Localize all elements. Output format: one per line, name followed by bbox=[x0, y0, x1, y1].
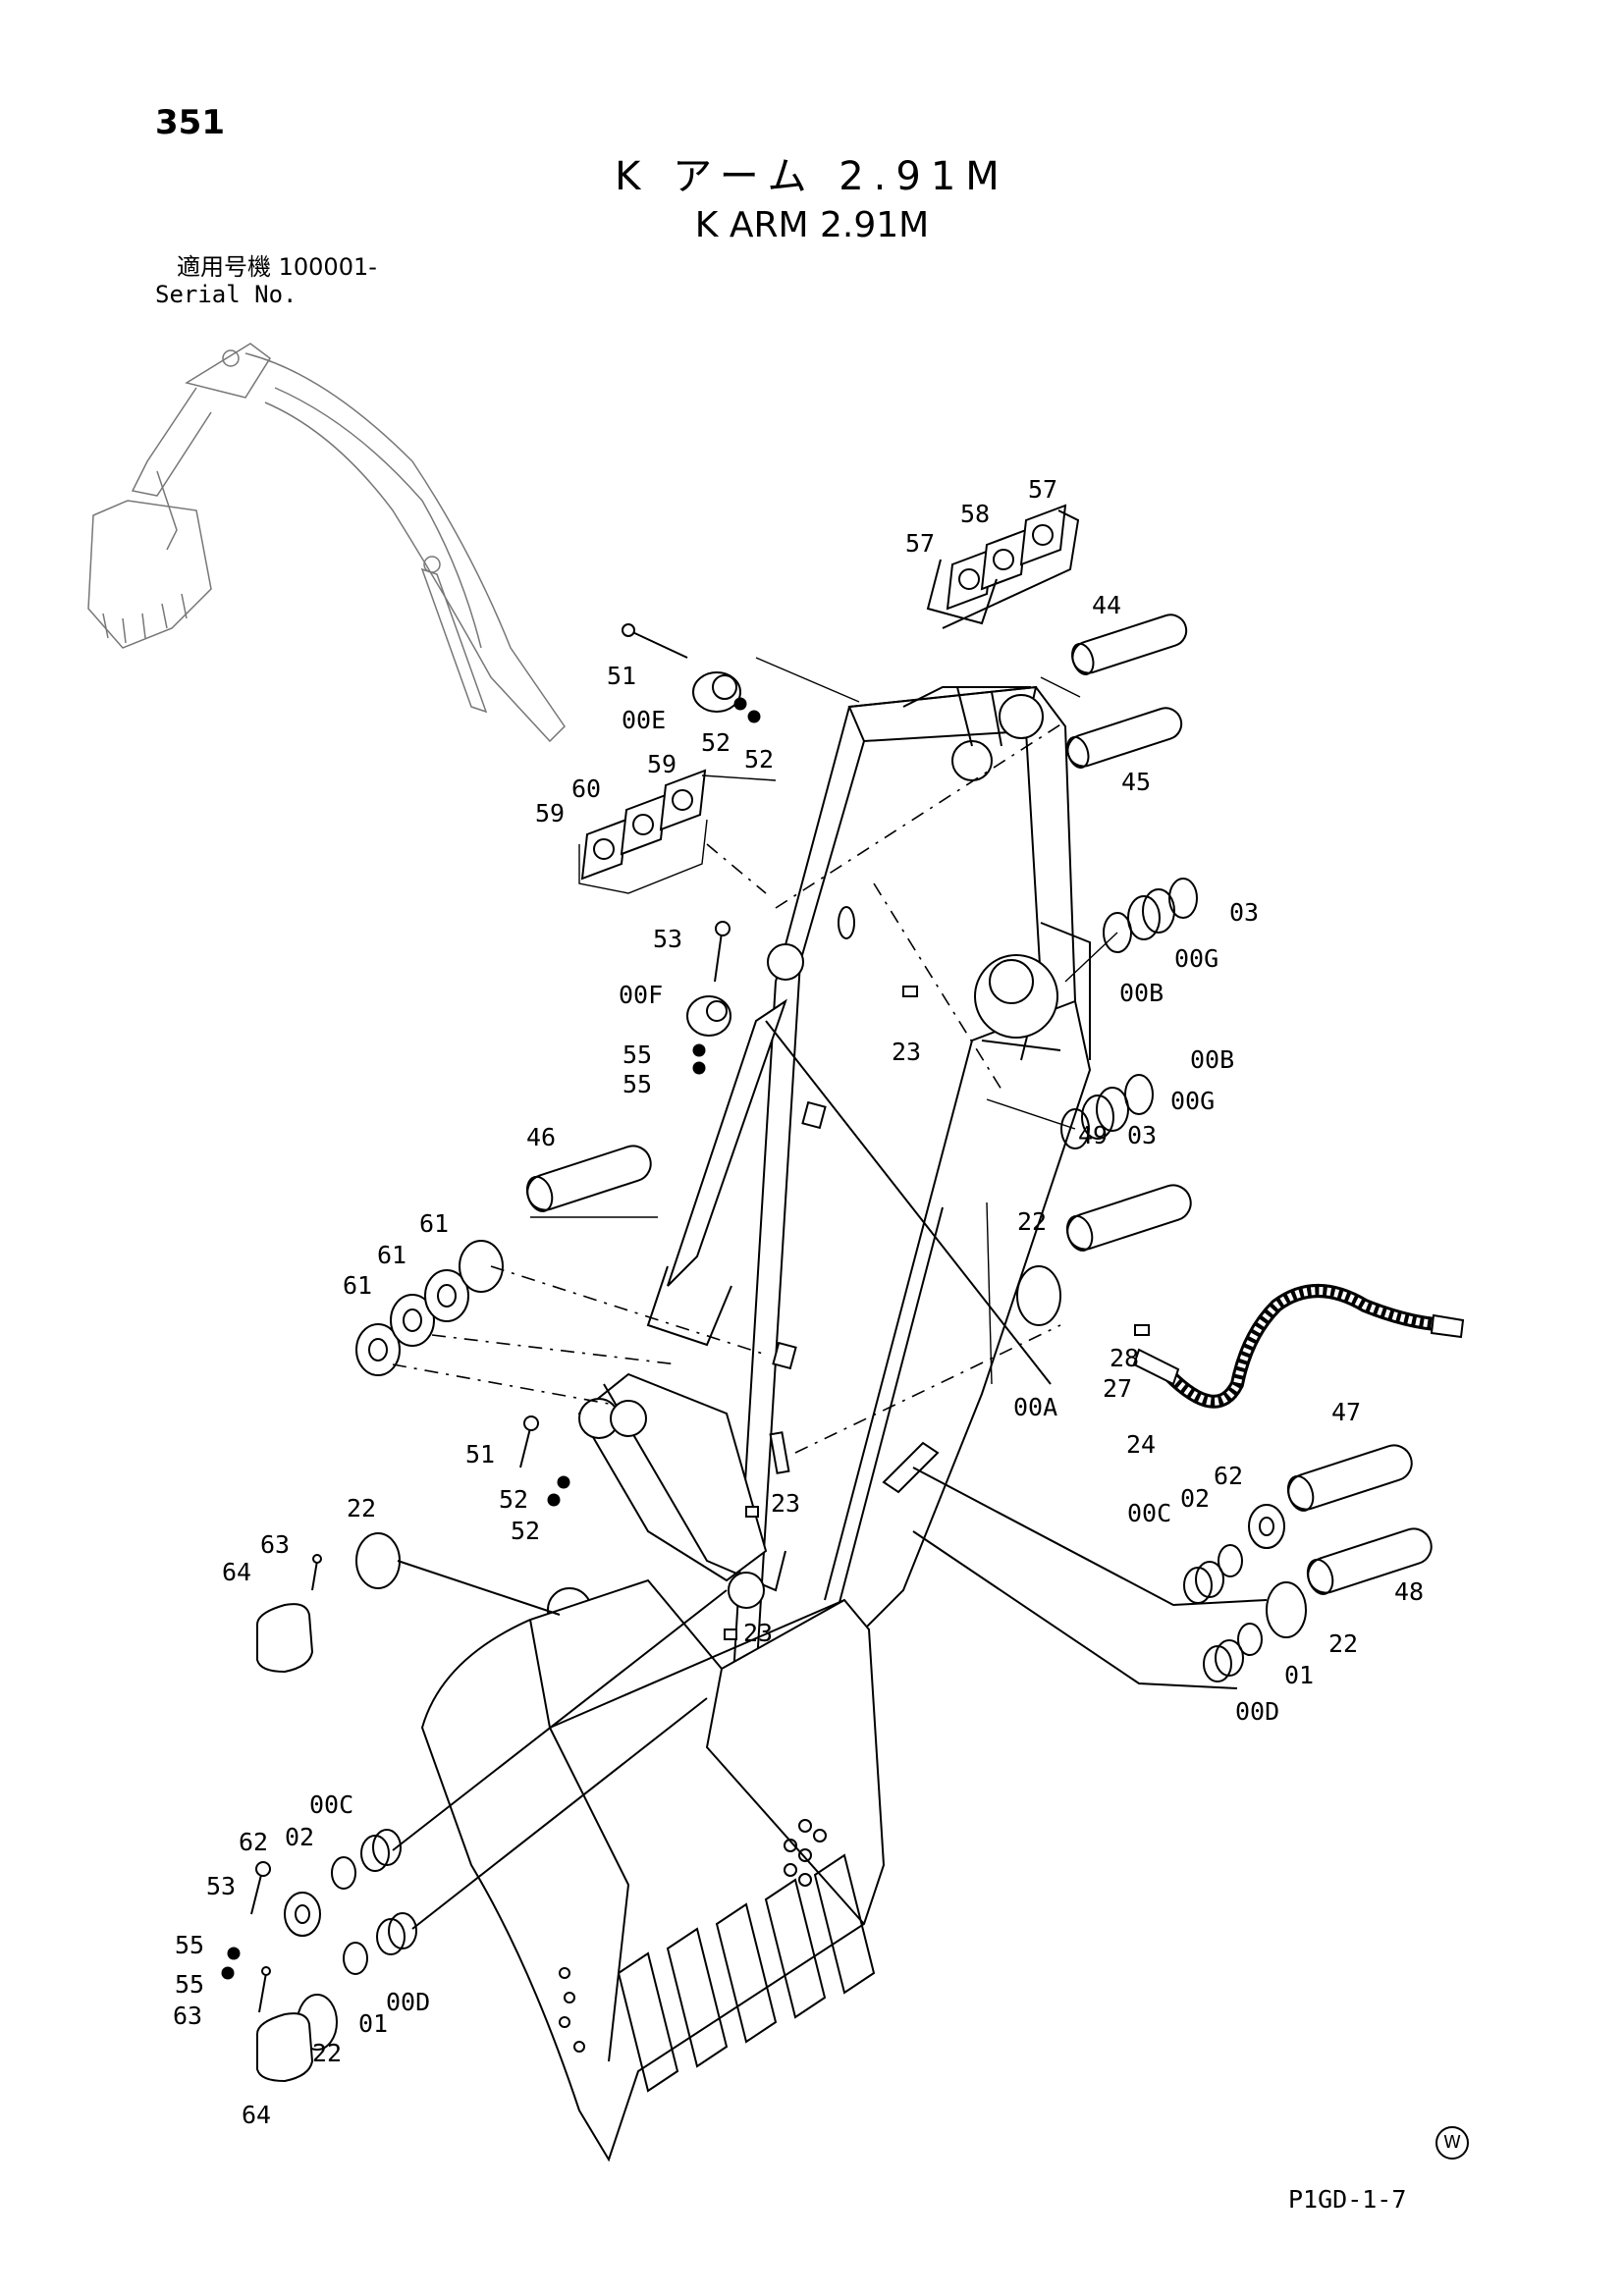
callout-22: 22 bbox=[347, 1494, 376, 1522]
page-number: 351 bbox=[155, 103, 225, 142]
callout-57: 57 bbox=[1028, 475, 1057, 504]
callout-55: 55 bbox=[623, 1070, 652, 1098]
serial-label-japanese: 適用号機 100001- bbox=[177, 253, 377, 281]
callout-00C: 00C bbox=[1127, 1499, 1171, 1527]
callout-64: 64 bbox=[242, 2101, 271, 2129]
callout-53: 53 bbox=[206, 1872, 236, 1900]
callout-00B: 00B bbox=[1119, 979, 1164, 1007]
callout-59: 59 bbox=[535, 799, 565, 828]
callout-52: 52 bbox=[511, 1517, 540, 1545]
callout-00A: 00A bbox=[1013, 1393, 1057, 1421]
callout-62: 62 bbox=[239, 1828, 268, 1856]
callout-27: 27 bbox=[1103, 1374, 1132, 1403]
callout-61: 61 bbox=[377, 1241, 406, 1269]
callout-62: 62 bbox=[1214, 1462, 1243, 1490]
footer-code: P1GD-1-7 bbox=[1288, 2185, 1407, 2214]
callout-00B: 00B bbox=[1190, 1045, 1234, 1074]
callout-23: 23 bbox=[771, 1489, 800, 1518]
callout-03: 03 bbox=[1127, 1121, 1157, 1149]
callout-00D: 00D bbox=[1235, 1697, 1279, 1726]
callout-22: 22 bbox=[312, 2039, 342, 2067]
watermark-w-icon: W bbox=[1435, 2126, 1469, 2160]
callout-44: 44 bbox=[1092, 591, 1121, 619]
callout-51: 51 bbox=[465, 1440, 495, 1468]
callout-00E: 00E bbox=[622, 706, 666, 734]
callout-46: 46 bbox=[526, 1123, 556, 1151]
callout-61: 61 bbox=[343, 1271, 372, 1300]
callout-02: 02 bbox=[1180, 1484, 1210, 1513]
callout-00D: 00D bbox=[386, 1988, 430, 2016]
serial-label-english: Serial No. bbox=[155, 281, 298, 308]
callout-63: 63 bbox=[173, 2002, 202, 2030]
callout-00G: 00G bbox=[1174, 944, 1218, 973]
callout-64: 64 bbox=[222, 1558, 251, 1586]
callout-23: 23 bbox=[743, 1619, 773, 1647]
arm-body bbox=[730, 685, 1092, 1730]
callout-61: 61 bbox=[419, 1209, 449, 1238]
pins bbox=[525, 614, 1433, 1595]
callout-45: 45 bbox=[1121, 768, 1151, 796]
callout-60: 60 bbox=[571, 774, 601, 803]
callout-52: 52 bbox=[744, 745, 774, 774]
title-english: K ARM 2.91M bbox=[694, 205, 930, 245]
callout-22: 22 bbox=[1328, 1629, 1358, 1658]
callout-00C: 00C bbox=[309, 1790, 353, 1819]
callout-51: 51 bbox=[607, 662, 636, 690]
callout-52: 52 bbox=[499, 1485, 528, 1514]
hydraulic-hose bbox=[1132, 1284, 1465, 1409]
title-japanese: K アーム 2.91M bbox=[615, 154, 1009, 199]
callout-48: 48 bbox=[1394, 1577, 1424, 1606]
callout-52: 52 bbox=[701, 728, 731, 757]
callout-55: 55 bbox=[175, 1931, 204, 1959]
callout-57: 57 bbox=[905, 529, 935, 558]
callout-24: 24 bbox=[1126, 1430, 1156, 1459]
callout-01: 01 bbox=[1284, 1661, 1314, 1689]
callout-00G: 00G bbox=[1170, 1087, 1215, 1115]
callout-00F: 00F bbox=[619, 981, 663, 1009]
callout-labels: 57 58 57 44 51 00E 52 52 45 59 60 59 03 … bbox=[173, 475, 1424, 2129]
leader-lines bbox=[392, 509, 1268, 1930]
callout-01: 01 bbox=[358, 2009, 388, 2038]
callout-58: 58 bbox=[960, 500, 990, 528]
bucket-cylinder-and-links bbox=[547, 998, 787, 1632]
bushings-and-orings bbox=[256, 671, 1263, 2083]
callout-55: 55 bbox=[175, 1970, 204, 1999]
callout-02: 02 bbox=[285, 1823, 314, 1851]
shims-and-washers bbox=[284, 504, 1307, 2051]
callout-47: 47 bbox=[1331, 1398, 1361, 1426]
callout-03: 03 bbox=[1229, 898, 1259, 927]
callout-49: 49 bbox=[1078, 1121, 1108, 1149]
bucket bbox=[420, 1578, 886, 2163]
callout-23: 23 bbox=[892, 1038, 921, 1066]
callout-59: 59 bbox=[647, 750, 677, 778]
callout-22: 22 bbox=[1017, 1207, 1047, 1236]
machine-inset-drawing bbox=[87, 343, 566, 743]
fasteners bbox=[221, 623, 1150, 2013]
callout-53: 53 bbox=[653, 925, 682, 953]
callout-55: 55 bbox=[623, 1041, 652, 1069]
callout-63: 63 bbox=[260, 1530, 290, 1559]
callout-28: 28 bbox=[1110, 1344, 1139, 1372]
